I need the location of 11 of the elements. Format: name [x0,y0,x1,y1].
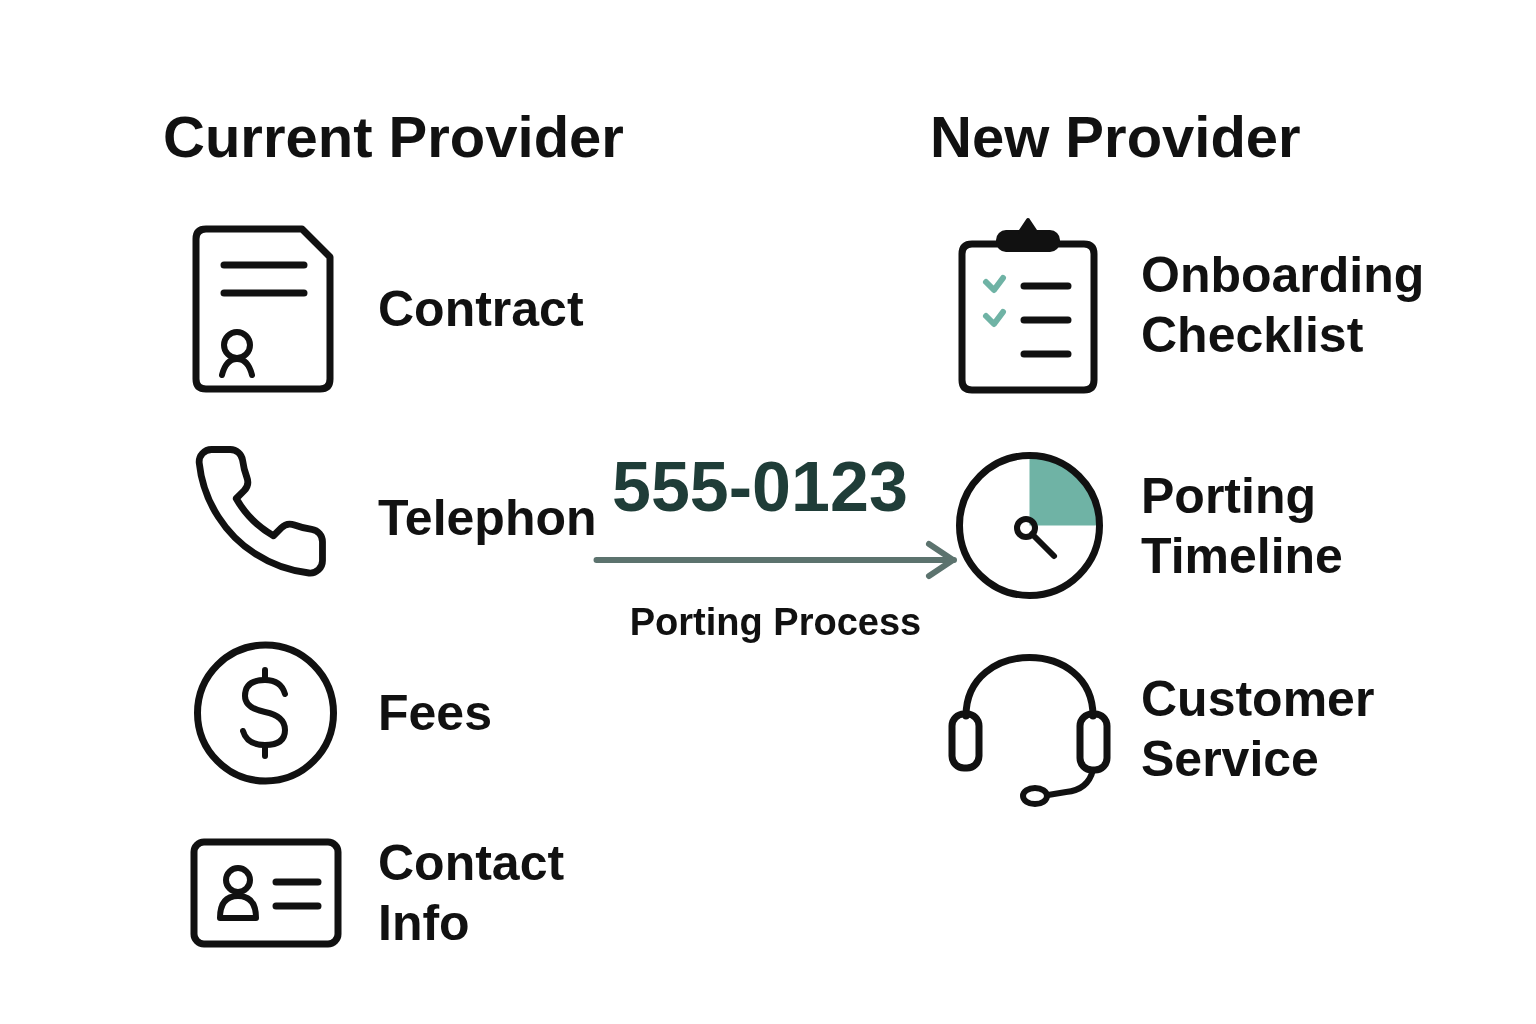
arrow [593,541,957,579]
phone-number: 555-0123 [612,447,908,527]
column-heading: New Provider [930,103,1301,171]
item-label: Porting Timeline [1141,466,1344,586]
item-label: Contract [378,280,584,339]
item-label: Contact Info [378,834,566,953]
item-label: Fees [378,684,492,743]
column-heading: Current Provider [163,103,624,171]
item-label: Onboarding Checklist [1141,246,1426,365]
item-label: Telephon [378,489,597,548]
item-label: Customer Service [1141,670,1376,789]
